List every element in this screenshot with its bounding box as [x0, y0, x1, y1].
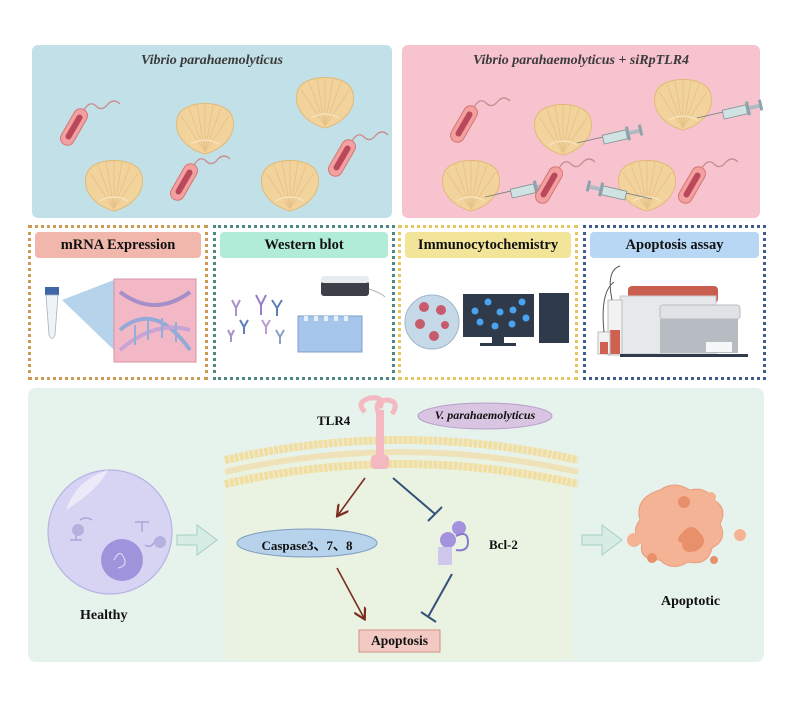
bcl2-label: Bcl-2: [489, 537, 518, 552]
method-mrna-expression: mRNA Expression: [28, 225, 208, 380]
method-label: Apoptosis assay: [590, 232, 759, 258]
method-western-blot: Western blot: [213, 225, 395, 380]
method-label: mRNA Expression: [35, 232, 201, 258]
tlr4-label: TLR4: [317, 413, 351, 428]
knockdown-group-title: Vibrio parahaemolyticus + siRpTLR4: [472, 53, 690, 68]
method-label: Immunocytochemistry: [405, 232, 571, 258]
apoptotic-label: Apoptotic: [661, 594, 721, 609]
healthy-label: Healthy: [80, 608, 128, 623]
knockdown-group-panel: Vibrio parahaemolyticus + siRpTLR4: [402, 45, 760, 218]
control-group-panel: Vibrio parahaemolyticus: [32, 45, 392, 218]
control-group-title: Vibrio parahaemolyticus: [141, 53, 283, 68]
pathogen-label: V. parahaemolyticus: [434, 408, 536, 422]
method-apoptosis-assay: Apoptosis assay: [583, 225, 766, 380]
apoptosis-label: Apoptosis: [370, 633, 429, 648]
method-label: Western blot: [220, 232, 388, 258]
cytoplasm-area: [225, 455, 573, 660]
caspase-label: Caspase3、7、8: [261, 538, 353, 553]
method-immunocytochemistry: Immunocytochemistry: [398, 225, 578, 380]
